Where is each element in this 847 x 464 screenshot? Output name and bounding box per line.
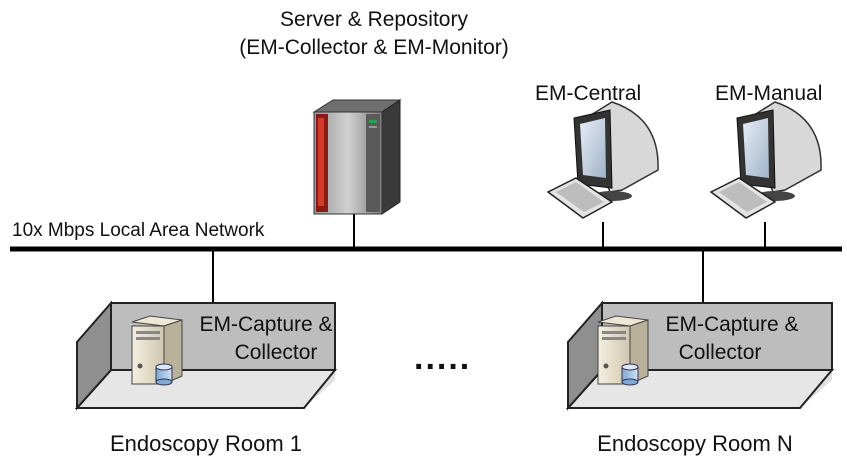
room-1-unit-label-line1: EM-Capture & <box>199 313 333 336</box>
network-label: 10x Mbps Local Area Network <box>12 220 265 241</box>
room-n-name: Endoscopy Room N <box>597 431 793 456</box>
endoscopy-room-1-illustration <box>74 300 338 411</box>
server-subtitle: (EM-Collector & EM-Monitor) <box>239 36 509 59</box>
server-title: Server & Repository <box>280 8 468 31</box>
endoscopy-room-n-illustration <box>565 300 835 411</box>
em-central-computer-icon <box>546 101 659 219</box>
database-icon <box>155 363 173 386</box>
room-n-unit-label-line2: Collector <box>678 341 762 364</box>
em-manual-computer-icon <box>709 101 822 219</box>
room-1-name: Endoscopy Room 1 <box>110 431 302 456</box>
em-manual-label: EM-Manual <box>715 82 823 105</box>
em-central-label: EM-Central <box>535 82 642 105</box>
database-icon <box>621 363 639 386</box>
ellipsis-separator: ..... <box>414 339 472 377</box>
pc-tower-icon <box>131 315 183 385</box>
room-n-unit-label-line1: EM-Capture & <box>665 313 799 336</box>
server-icon <box>312 99 402 215</box>
room-1-unit-label-line2: Collector <box>234 341 318 364</box>
